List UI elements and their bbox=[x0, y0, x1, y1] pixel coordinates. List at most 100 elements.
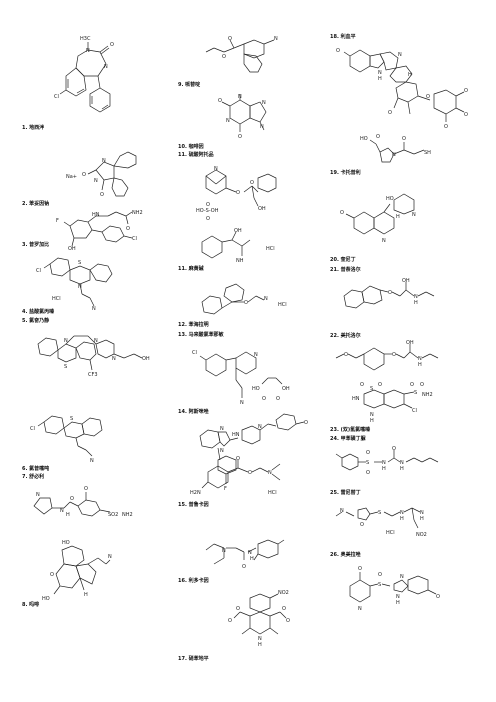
hct-atom-o2: O bbox=[378, 382, 382, 388]
procaine-atom-h2n: H2N bbox=[190, 490, 201, 496]
morphine-atom-h: H bbox=[84, 592, 88, 598]
pethidine-atom-o1: O bbox=[228, 36, 232, 42]
ephedrine-atom-oh: OH bbox=[234, 228, 242, 234]
diazepam-atom-h3c: H3C bbox=[80, 36, 91, 42]
fluphenazine-atom-oh: OH bbox=[142, 356, 150, 362]
structure-nifedipine: NO2 O O O O N H bbox=[228, 590, 290, 648]
sulpiride-atom-n: N bbox=[36, 492, 40, 498]
ranitidine-atom-n2: N bbox=[400, 510, 404, 516]
structure-tolbutamide: S O O N H N H O bbox=[335, 446, 439, 476]
label-morphine: 8. 吗啡 bbox=[22, 602, 40, 608]
metoprolol-atom-h: H bbox=[418, 362, 422, 368]
hct-atom-h: H bbox=[370, 418, 374, 424]
caffeine-atom-o1: O bbox=[218, 98, 222, 104]
omeprazole-atom-o3: O bbox=[436, 594, 440, 600]
reserpine-atom-n2: N bbox=[398, 52, 402, 58]
astemizole-atom-hn: HN bbox=[232, 432, 240, 438]
ephedrine-atom-nh: NH bbox=[236, 258, 244, 264]
atropine-atom-o4: O bbox=[206, 216, 210, 222]
captopril-atom-o1: O bbox=[376, 134, 380, 140]
hct-atom-s1: S bbox=[370, 386, 373, 392]
nifedipine-atom-n: N bbox=[258, 636, 262, 642]
structure-omeprazole: O N S O N H N O bbox=[349, 566, 440, 612]
label-ephedrine: 11. 麻黄碱 bbox=[178, 266, 204, 272]
phenytoin-atom-o1: O bbox=[82, 172, 86, 178]
structure-ranitidine: N O S N H N H HCl NO2 bbox=[335, 507, 427, 538]
tolbutamide-atom-h1: H bbox=[382, 466, 386, 472]
caffeine-atom-n1: N bbox=[238, 94, 242, 100]
hct-atom-cl: Cl bbox=[412, 408, 417, 414]
tolbutamide-atom-h2: H bbox=[400, 466, 404, 472]
reserpine-atom-n1: N bbox=[378, 70, 382, 76]
propranolol-atom-oh: OH bbox=[402, 278, 410, 284]
structure-fluphenazine: S N N N OH CF3 bbox=[37, 335, 150, 378]
label-procaine: 15. 普鲁卡因 bbox=[178, 502, 209, 508]
caffeine-atom-o2: O bbox=[238, 134, 242, 140]
sulpiride-atom-nh2: NH2 bbox=[122, 512, 133, 518]
structure-captopril: HO O N O SH bbox=[360, 134, 431, 163]
structure-chlorphenamine-maleate: Cl N N HO OH O O bbox=[192, 350, 290, 406]
hct-atom-o1: O bbox=[360, 382, 364, 388]
reserpine-atom-o1: O bbox=[336, 48, 340, 54]
structure-procaine: O O N H2N HCl bbox=[190, 456, 281, 496]
diphenhydramine-atom-o: O bbox=[244, 300, 248, 306]
reserpine-atom-o5: O bbox=[464, 112, 468, 118]
diazepam-atom-o: O bbox=[110, 42, 114, 48]
hct-atom-o3: O bbox=[410, 382, 414, 388]
quinidine-atom-ho: HO bbox=[386, 196, 394, 202]
diazepam-atom-n2: N bbox=[104, 64, 108, 70]
nifedipine-atom-no2: NO2 bbox=[278, 590, 289, 596]
structure-caffeine: O N N N N O bbox=[218, 94, 267, 140]
atropine-atom-n: N bbox=[214, 166, 218, 172]
label-atropine-sulfate: 11. 硫酸阿托品 bbox=[178, 152, 214, 158]
atropine-atom-o1: O bbox=[236, 190, 240, 196]
label-reserpine: 18. 利血平 bbox=[330, 34, 356, 40]
astemizole-atom-o: O bbox=[304, 420, 308, 426]
tolbutamide-atom-o2: O bbox=[366, 470, 370, 476]
structure-hydrochlorothiazide: O S O HN N H Cl S NH2 O O bbox=[352, 382, 433, 424]
chlorpromazine-atom-n: N bbox=[78, 284, 82, 290]
sulpiride-atom-o1: O bbox=[84, 486, 88, 492]
label-phenytoin-sodium: 2. 苯妥因钠 bbox=[22, 201, 50, 207]
quinidine-atom-h: H bbox=[396, 214, 400, 220]
fluphenazine-atom-cf3: CF3 bbox=[88, 372, 98, 378]
structure-chlorpromazine: S N Cl HCl N bbox=[36, 257, 113, 312]
metoprolol-atom-o1: O bbox=[344, 352, 348, 358]
morphine-atom-n: N bbox=[108, 554, 112, 560]
hct-atom-o4: O bbox=[420, 382, 424, 388]
sulpiride-atom-o2: O bbox=[70, 496, 74, 502]
procaine-atom-hcl: HCl bbox=[268, 490, 277, 496]
atropine-atom-o2: O bbox=[250, 180, 254, 186]
atropine-atom-o3: O bbox=[206, 202, 210, 208]
label-hydrochlorothiazide: 23. (双)氢氯噻嗪 bbox=[330, 427, 371, 433]
phenytoin-atom-n1: N bbox=[102, 158, 106, 164]
tolbutamide-atom-n2: N bbox=[400, 460, 404, 466]
label-fluphenazine: 5. 氯奋乃静 bbox=[22, 318, 50, 324]
propranolol-atom-h: H bbox=[414, 300, 418, 306]
structure-quinidine: HO N O N H bbox=[340, 193, 416, 244]
structure-diazepam: H3C O N N Cl bbox=[54, 36, 114, 113]
caffeine-atom-n4: N bbox=[260, 124, 264, 130]
hct-atom-hn: HN bbox=[352, 396, 360, 402]
sulpiride-atom-h: H bbox=[66, 512, 70, 518]
phenytoin-atom-na: Na+ bbox=[66, 174, 77, 180]
progabide-atom-f: F bbox=[56, 218, 59, 224]
omeprazole-atom-n1: N bbox=[358, 606, 362, 612]
nifedipine-atom-o3: O bbox=[282, 606, 286, 612]
label-quinidine: 20. 奎尼丁 bbox=[330, 257, 356, 263]
pethidine-atom-n: N bbox=[274, 36, 278, 42]
label-chlorprothixene: 6. 氯普噻吨 bbox=[22, 466, 50, 472]
chlorphenamine-atom-n2: N bbox=[240, 400, 244, 406]
chlorphenamine-atom-o2: O bbox=[276, 396, 280, 402]
structure-propranolol: O OH N H bbox=[343, 278, 435, 309]
structure-lidocaine: N O H N bbox=[205, 539, 285, 570]
structure-reserpine: O N H N H O O O O O bbox=[336, 48, 468, 130]
tolbutamide-atom-n1: N bbox=[382, 460, 386, 466]
captopril-atom-sh: SH bbox=[424, 150, 431, 156]
chlorprothixene-atom-cl: Cl bbox=[30, 426, 35, 432]
astemizole-atom-n2: N bbox=[220, 448, 224, 454]
label-progabide: 3. 普罗加比 bbox=[22, 242, 50, 248]
hct-atom-n: N bbox=[370, 412, 374, 418]
ranitidine-atom-o: O bbox=[360, 522, 364, 528]
lidocaine-atom-n1: N bbox=[222, 548, 226, 554]
